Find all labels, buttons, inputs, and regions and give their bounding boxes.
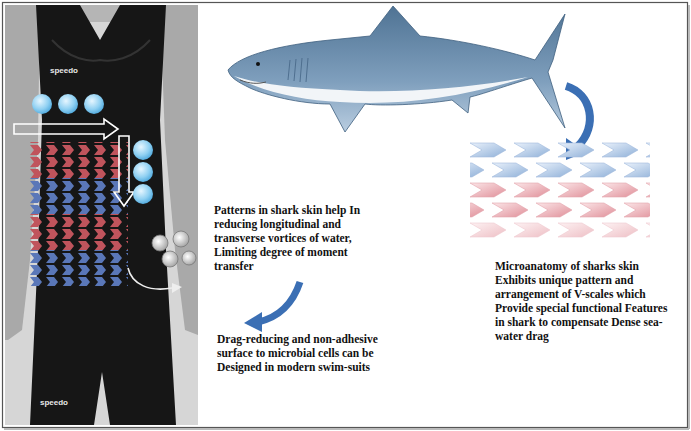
brand-logo: speedo: [40, 398, 80, 407]
note-text: Drag-reducing and non-adhesive surface t…: [217, 332, 387, 374]
note-text: Patterns in shark skin help In reducing …: [214, 203, 374, 273]
note-text: Microanatomy of sharks skin Exhibits uni…: [495, 259, 675, 343]
brand-logo: speedo: [50, 66, 90, 75]
